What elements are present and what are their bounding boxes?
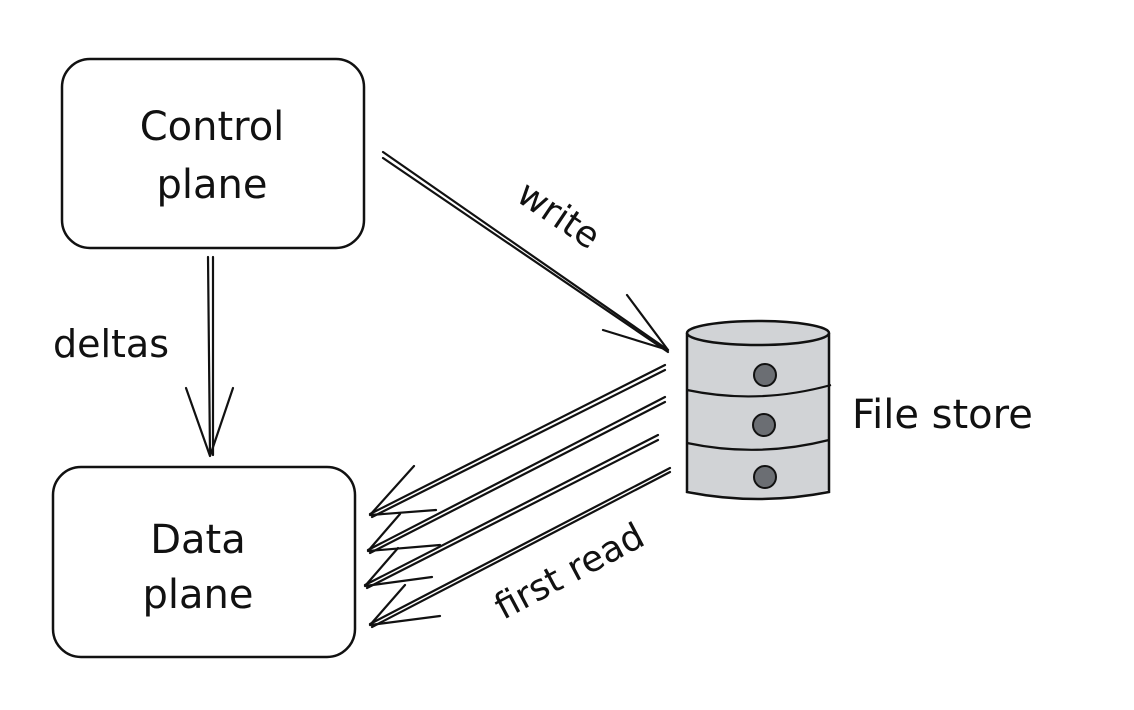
write-label: write xyxy=(509,173,607,258)
database-cylinder-icon xyxy=(685,319,832,501)
control-plane-label-line2: plane xyxy=(157,162,268,208)
data-plane-label-line1: Data xyxy=(150,517,246,563)
data-plane-box xyxy=(51,465,357,659)
first-read-label: first read xyxy=(488,516,651,629)
control-plane-node: Control plane xyxy=(60,57,366,250)
deltas-arrow xyxy=(184,255,235,458)
data-plane-node: Data plane xyxy=(51,465,357,659)
file-store-node: File store xyxy=(685,319,1033,501)
data-plane-label-line2: plane xyxy=(143,572,254,618)
control-plane-label-line1: Control xyxy=(140,104,285,150)
first-read-arrows xyxy=(363,363,672,629)
write-arrow xyxy=(381,150,670,354)
first-read-arrow-1 xyxy=(368,363,667,519)
first-read-arrow-2 xyxy=(366,395,667,555)
first-read-arrow-3 xyxy=(363,433,660,590)
deltas-label: deltas xyxy=(53,322,169,366)
file-store-label: File store xyxy=(852,392,1033,438)
first-read-arrow-4 xyxy=(368,466,672,629)
control-plane-box xyxy=(60,57,366,250)
